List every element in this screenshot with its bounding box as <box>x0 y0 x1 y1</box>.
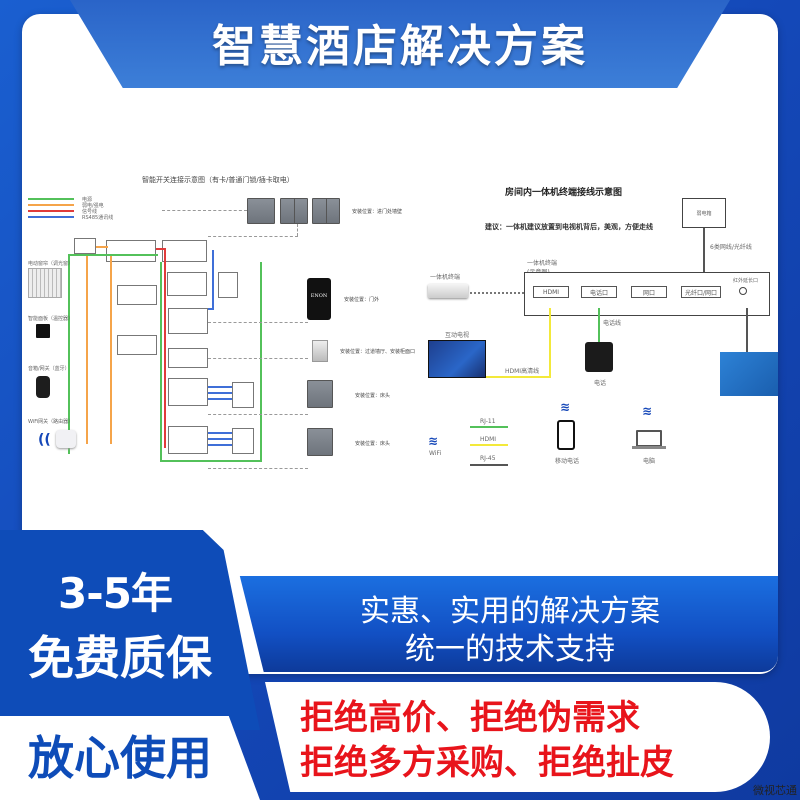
module-box-7 <box>168 348 208 368</box>
bedside-switch-1 <box>307 380 333 408</box>
lan-port: 网口 <box>631 286 667 298</box>
relay-box-3 <box>232 428 254 454</box>
warranty-free: 免费质保 <box>28 631 212 685</box>
module-box-4 <box>117 335 157 355</box>
refuse-line-2: 拒绝多方采购、拒绝扯皮 <box>300 743 674 783</box>
ir-port-icon <box>739 287 747 295</box>
desk-phone-icon <box>585 342 613 372</box>
refuse-line-1: 拒绝高价、拒绝伪需求 <box>300 698 640 738</box>
scene-switch-panel <box>312 198 340 224</box>
card-switch-panel <box>247 198 275 224</box>
support-line-2: 统一的技术支持 <box>405 632 615 667</box>
module-box-8 <box>168 378 208 406</box>
double-switch-panel <box>280 198 308 224</box>
fiber-port: 光纤口/网口 <box>681 286 721 298</box>
mobile-phone-icon <box>557 420 575 450</box>
watermark: 微视芯通 <box>753 784 797 797</box>
interactive-tv-screen <box>428 340 486 378</box>
title-banner: 智慧酒店解决方案 <box>70 0 730 88</box>
refuse-panel <box>265 682 770 792</box>
module-box-1 <box>106 240 156 262</box>
doorbell-panel <box>312 340 328 362</box>
module-box-2 <box>162 240 207 262</box>
ir-receiver-image <box>720 352 778 396</box>
module-box-6 <box>168 308 208 334</box>
laptop-wifi-icon: ≋ <box>642 404 653 418</box>
power-box <box>74 238 96 254</box>
laptop-icon <box>636 430 662 447</box>
host-box: HDMI 电话口 网口 光纤口/网口 红外延长口 <box>524 272 770 316</box>
module-box-5 <box>167 272 207 296</box>
support-line-1: 实惠、实用的解决方案 <box>360 594 660 629</box>
advice-text: 建议：一体机建议放置到电视机背后，美观，方便走线 <box>485 223 653 231</box>
bedside-switch-2 <box>307 428 333 456</box>
hdmi-port: HDMI <box>533 286 569 298</box>
worry-free-text: 放心使用 <box>28 731 212 785</box>
mobile-wifi-icon: ≋ <box>560 400 571 414</box>
support-banner <box>239 576 778 672</box>
relay-box-1 <box>218 272 238 298</box>
phone-port: 电话口 <box>581 286 617 298</box>
relay-box-2 <box>232 382 254 408</box>
right-diagram-title: 房间内一体机终端接线示意图 <box>505 188 623 198</box>
host-device-icon <box>428 284 468 298</box>
door-panel: ENON <box>307 278 331 320</box>
switch-wiring-diagram: 智能开关连接示意图（有卡/普通门锁/插卡取电） 电源 弱电/强电 信号线 RS4… <box>22 170 415 480</box>
module-box-9 <box>168 426 208 454</box>
module-box-3 <box>117 285 157 305</box>
wifi-signal-icon: (( <box>38 432 51 448</box>
warranty-block <box>0 530 260 730</box>
worry-free-block <box>0 716 260 800</box>
page-title: 智慧酒店解决方案 <box>212 21 588 72</box>
warranty-years: 3-5年 <box>58 569 173 618</box>
left-diagram-title: 智能开关连接示意图（有卡/普通门锁/插卡取电） <box>142 176 294 184</box>
weak-current-box: 弱电箱 <box>682 198 726 228</box>
wifi-icon: ≋ <box>428 434 439 448</box>
terminal-wiring-diagram: 房间内一体机终端接线示意图 建议：一体机建议放置到电视机背后，美观，方便走线 弱… <box>400 180 780 480</box>
